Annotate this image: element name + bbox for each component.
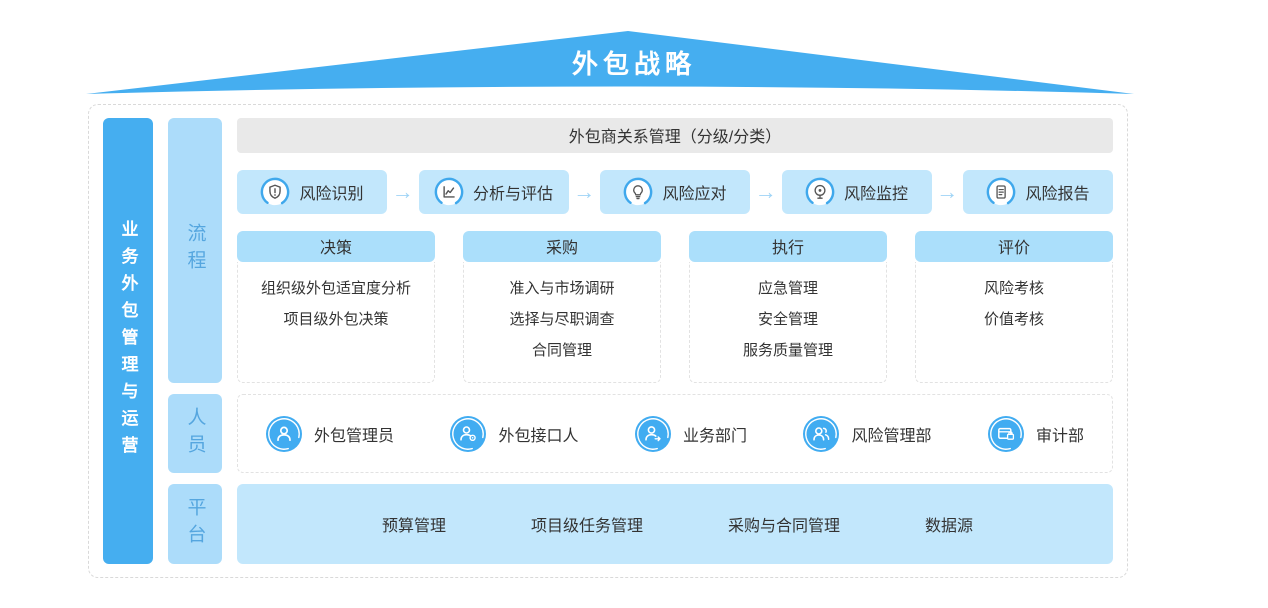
user-gear-icon xyxy=(450,415,487,452)
phase-header: 执行 xyxy=(689,230,887,262)
row-label-people-text: 人员 xyxy=(184,406,206,461)
lightbulb-icon xyxy=(624,177,653,207)
platform-item-datasource: 数据源 xyxy=(925,518,974,536)
row-label-people: 人员 xyxy=(168,393,222,474)
phase-item: 风险考核 xyxy=(983,279,1044,297)
platform-item-budget: 预算管理 xyxy=(382,518,447,536)
phase-header: 决策 xyxy=(237,230,435,262)
person-interface-person: 外包接口人 xyxy=(450,415,579,452)
flow-arrow-icon: → xyxy=(754,178,777,204)
person-label: 业务部门 xyxy=(682,427,747,445)
row-label-platform-text: 平台 xyxy=(184,497,206,552)
phase-card-decision: 决策 组织级外包适宜度分析 项目级外包决策 xyxy=(237,230,435,383)
row-label-process-text: 流程 xyxy=(184,223,206,278)
risk-step-label: 风险识别 xyxy=(299,185,364,203)
phase-header: 评价 xyxy=(915,230,1113,262)
phase-body: 准入与市场调研 选择与尽职调查 合同管理 xyxy=(463,261,661,383)
phase-card-evaluation: 评价 风险考核 价值考核 xyxy=(915,230,1113,383)
side-title-bar: 业务外包管理与运营 xyxy=(103,118,153,564)
person-label: 审计部 xyxy=(1035,427,1084,445)
person-outsourcing-admin: 外包管理员 xyxy=(266,415,395,452)
platform-item-task: 项目级任务管理 xyxy=(531,518,644,536)
risk-step-monitor: 风险监控 xyxy=(781,169,932,214)
risk-step-label: 风险报告 xyxy=(1025,185,1090,203)
person-label: 风险管理部 xyxy=(851,427,932,445)
risk-step-label: 分析与评估 xyxy=(472,185,553,203)
risk-step-report: 风险报告 xyxy=(963,169,1113,214)
row-label-column: 流程 人员 平台 xyxy=(168,118,222,564)
phase-item: 组织级外包适宜度分析 xyxy=(260,279,411,297)
line-chart-icon xyxy=(434,177,464,207)
row-label-process: 流程 xyxy=(168,118,222,383)
people-row: 外包管理员 外包接口人 xyxy=(237,393,1113,474)
phase-item: 应急管理 xyxy=(757,279,818,297)
platform-row: 预算管理 项目级任务管理 采购与合同管理 数据源 xyxy=(237,484,1113,564)
users-icon xyxy=(803,415,840,452)
platform-item-contract: 采购与合同管理 xyxy=(728,518,841,536)
framework-container: 业务外包管理与运营 流程 人员 平台 外包商关系管理（分级/分类） xyxy=(88,104,1128,578)
risk-step-label: 风险监控 xyxy=(843,185,908,203)
person-business-dept: 业务部门 xyxy=(634,415,747,452)
person-risk-dept: 风险管理部 xyxy=(803,415,932,452)
risk-step-respond: 风险应对 xyxy=(600,169,750,214)
phase-item: 合同管理 xyxy=(531,341,592,359)
user-icon xyxy=(266,415,302,452)
monitor-icon xyxy=(805,177,835,207)
roof-shape xyxy=(86,31,1134,94)
phase-cards-row: 决策 组织级外包适宜度分析 项目级外包决策 采购 准入与市场调研 选择与尽职调查… xyxy=(237,230,1113,383)
risk-flow-row: 风险识别 → 分析与评估 → 风险应对 xyxy=(237,169,1113,214)
shield-alert-icon xyxy=(261,177,290,207)
risk-step-label: 风险应对 xyxy=(662,185,727,203)
person-label: 外包管理员 xyxy=(314,427,395,445)
flow-arrow-icon: → xyxy=(936,178,959,204)
phase-item: 服务质量管理 xyxy=(742,341,833,359)
flow-arrow-icon: → xyxy=(573,178,596,204)
report-icon xyxy=(987,177,1016,207)
person-label: 外包接口人 xyxy=(498,427,579,445)
phase-body: 风险考核 价值考核 xyxy=(915,261,1113,383)
row-label-platform: 平台 xyxy=(168,484,222,564)
phase-item: 安全管理 xyxy=(757,310,818,328)
phase-item: 准入与市场调研 xyxy=(509,279,615,297)
person-audit-dept: 审计部 xyxy=(987,415,1084,452)
phase-item: 价值考核 xyxy=(983,310,1044,328)
relationship-bar: 外包商关系管理（分级/分类） xyxy=(237,118,1113,153)
phase-item: 选择与尽职调查 xyxy=(509,310,615,328)
side-title-text: 业务外包管理与运营 xyxy=(118,219,138,463)
phase-body: 组织级外包适宜度分析 项目级外包决策 xyxy=(237,261,435,383)
risk-step-identify: 风险识别 xyxy=(237,169,387,214)
risk-step-assess: 分析与评估 xyxy=(418,169,569,214)
user-arrow-icon xyxy=(634,415,671,452)
audit-card-icon xyxy=(987,415,1024,452)
flow-arrow-icon: → xyxy=(391,178,414,204)
content-column: 外包商关系管理（分级/分类） 风险识别 → 分析与评估 xyxy=(237,118,1113,564)
phase-body: 应急管理 安全管理 服务质量管理 xyxy=(689,261,887,383)
strategy-title: 外包战略 xyxy=(571,49,696,79)
phase-card-execution: 执行 应急管理 安全管理 服务质量管理 xyxy=(689,230,887,383)
phase-item: 项目级外包决策 xyxy=(283,310,389,328)
phase-header: 采购 xyxy=(463,230,661,262)
phase-card-procurement: 采购 准入与市场调研 选择与尽职调查 合同管理 xyxy=(463,230,661,383)
